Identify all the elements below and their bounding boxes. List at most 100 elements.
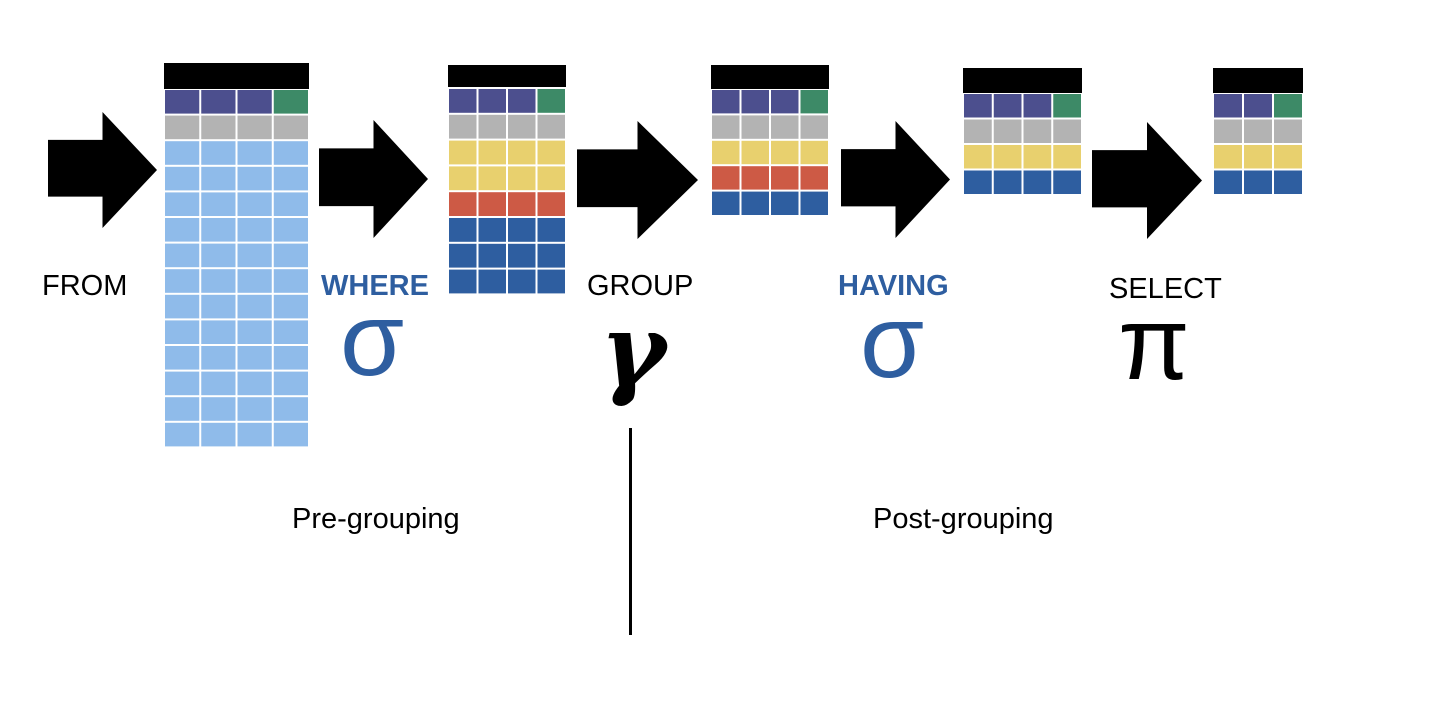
where-table-cell [478, 140, 506, 165]
from-table-cell [201, 422, 236, 447]
select-table-cell [1274, 119, 1302, 143]
where-table-cell [537, 140, 565, 165]
select-table-cell [1214, 119, 1242, 143]
from-table [164, 63, 309, 447]
arrow-4 [841, 121, 950, 238]
select-table-cell [1244, 145, 1272, 169]
group-table-cell [800, 166, 828, 190]
having-table-cell [993, 145, 1022, 169]
arrow-2 [319, 120, 428, 238]
having-table-cell [1023, 145, 1052, 169]
from-table-cell [165, 192, 200, 216]
from-table-cell [273, 192, 308, 216]
where-table-cell [508, 166, 536, 191]
group-label: GROUP [587, 270, 694, 302]
from-table-cell [165, 397, 200, 421]
where-table-cell [508, 243, 536, 268]
select-table [1213, 68, 1303, 194]
from-table-cell [237, 192, 272, 216]
group-table-cell [712, 191, 740, 215]
from-table-cell [165, 269, 200, 293]
from-table-cell [165, 346, 200, 370]
group-table-cell [771, 90, 799, 114]
select-table-cell [1244, 170, 1272, 194]
from-table-cell [201, 397, 236, 421]
from-table-cell [237, 115, 272, 140]
having-table-cell [993, 119, 1022, 143]
where-table-cell [508, 269, 536, 294]
pre-grouping-label: Pre-grouping [292, 503, 460, 535]
having-sigma-symbol: σ [860, 284, 925, 400]
from-table-cell [165, 115, 200, 140]
from-table-cell [273, 115, 308, 140]
from-table-cell [165, 218, 200, 242]
from-table-cell [201, 218, 236, 242]
select-pi-symbol: π [1118, 286, 1190, 402]
from-table-cell [237, 371, 272, 396]
having-table [963, 68, 1082, 194]
where-table-header [448, 65, 566, 87]
from-table-cell [237, 397, 272, 421]
from-table-cell [165, 141, 200, 165]
having-table-cell [1023, 170, 1052, 194]
where-table-cell [478, 114, 506, 139]
from-table-cell [165, 166, 200, 191]
arrow-1 [48, 112, 157, 228]
select-table-cell [1274, 145, 1302, 169]
where-table-cell [508, 192, 536, 216]
where-table-cell [478, 166, 506, 191]
where-table-cell [478, 192, 506, 216]
select-table-cell [1214, 170, 1242, 194]
where-table [448, 65, 566, 294]
from-table-cell [165, 320, 200, 344]
from-table-cell [201, 346, 236, 370]
from-table-cell [237, 320, 272, 344]
group-table-cell [771, 115, 799, 139]
from-table-cell [201, 243, 236, 268]
having-table-cell [993, 170, 1022, 194]
from-table-cell [201, 294, 236, 319]
from-table-cell [201, 166, 236, 191]
having-table-cell [964, 94, 992, 118]
group-table-cell [712, 90, 740, 114]
from-table-cell [237, 218, 272, 242]
from-table-cell [273, 371, 308, 396]
group-table-cell [741, 115, 769, 139]
from-table-cell [273, 218, 308, 242]
select-table-cell [1274, 170, 1302, 194]
where-table-cell [449, 166, 477, 191]
group-table-cell [741, 166, 769, 190]
group-gamma-symbol: γ [600, 291, 667, 409]
from-table-cell [165, 371, 200, 396]
from-table-cell [237, 422, 272, 447]
where-table-cell [449, 243, 477, 268]
from-table-cell [201, 192, 236, 216]
where-table-cell [478, 243, 506, 268]
from-table-cell [273, 90, 308, 114]
from-table-cell [237, 269, 272, 293]
group-table-cell [771, 140, 799, 165]
group-table-cell [771, 191, 799, 215]
group-table-cell [800, 140, 828, 165]
group-table-cell [741, 191, 769, 215]
where-table-cell [537, 166, 565, 191]
from-table-cell [273, 422, 308, 447]
select-table-header [1213, 68, 1303, 93]
having-table-cell [964, 145, 992, 169]
from-table-cell [237, 90, 272, 114]
from-table-cell [273, 243, 308, 268]
where-table-cell [537, 192, 565, 216]
having-table-cell [1053, 94, 1081, 118]
from-table-cell [201, 371, 236, 396]
from-table-cell [273, 320, 308, 344]
where-sigma-symbol: σ [340, 282, 405, 398]
having-table-cell [993, 94, 1022, 118]
group-table-cell [741, 90, 769, 114]
where-label: WHERE [321, 270, 429, 302]
from-table-cell [273, 269, 308, 293]
from-table-cell [273, 294, 308, 319]
having-table-cell [1023, 119, 1052, 143]
where-table-cell [508, 89, 536, 113]
